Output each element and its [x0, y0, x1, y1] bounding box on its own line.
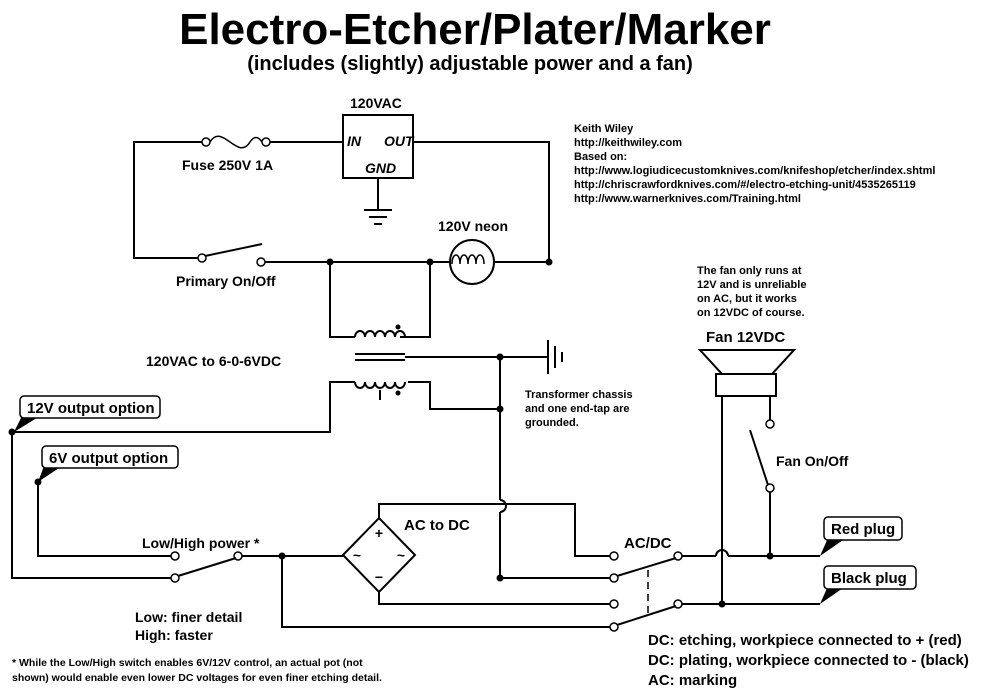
- regulator-out-wire: [413, 141, 550, 262]
- regulator-out-label: OUT: [384, 133, 415, 149]
- transformer-icon: [354, 330, 406, 389]
- svg-text:Transformer chassis: Transformer chassis: [525, 389, 633, 401]
- primary-left-wire: [133, 141, 206, 259]
- low-high-note: Low: finer detail High: faster: [135, 609, 242, 643]
- fan-switch-icon: [749, 419, 775, 493]
- svg-text:The fan only runs at: The fan only runs at: [697, 265, 802, 277]
- credit-source-2: http://chriscrawfordknives.com/#/electro…: [574, 179, 916, 191]
- svg-text:12V and is unreliable: 12V and is unreliable: [697, 279, 806, 291]
- svg-text:* While the Low/High switch en: * While the Low/High switch enables 6V/1…: [12, 657, 363, 669]
- rectifier-minus-wire: [378, 592, 610, 605]
- acdc-label: AC/DC: [624, 535, 672, 552]
- neon-label: 120V neon: [438, 218, 508, 234]
- svg-text:High: faster: High: faster: [135, 627, 213, 643]
- six-volt-wire: [37, 482, 175, 557]
- neon-lamp-icon: [449, 239, 495, 285]
- svg-text:12V output option: 12V output option: [27, 400, 154, 417]
- credit-site: http://keithwiley.com: [574, 137, 682, 149]
- fuse-label: Fuse 250V 1A: [182, 157, 273, 173]
- rectifier-plus-wire: [378, 503, 610, 557]
- twelve-volt-callout: 12V output option: [14, 395, 161, 432]
- mode-etching: DC: etching, workpiece connected to + (r…: [648, 632, 962, 649]
- credit-author: Keith Wiley: [574, 123, 634, 135]
- svg-text:~: ~: [353, 547, 361, 563]
- mode-plating: DC: plating, workpiece connected to - (b…: [648, 652, 969, 669]
- svg-text:on 12VDC of course.: on 12VDC of course.: [697, 307, 805, 319]
- low-high-switch-icon: [170, 551, 243, 583]
- six-volt-callout: 6V output option: [38, 445, 179, 482]
- ground-icon: [364, 209, 392, 225]
- primary-switch-icon: [197, 243, 266, 267]
- fan-note: The fan only runs at 12V and is unreliab…: [697, 265, 806, 319]
- primary-switch-label: Primary On/Off: [176, 273, 276, 289]
- credit-based-on: Based on:: [574, 151, 627, 163]
- mode-marking: AC: marking: [648, 672, 737, 689]
- credit-source-3: http://www.warnerknives.com/Training.htm…: [574, 193, 801, 205]
- transformer-note: Transformer chassis and one end-tap are …: [525, 389, 633, 429]
- regulator-in-label: IN: [347, 133, 362, 149]
- bridge-rectifier-icon: + − ~ ~: [341, 516, 417, 594]
- fan-icon: [697, 349, 797, 397]
- wiring: [11, 141, 820, 628]
- acdc-switch-icon: [609, 551, 683, 632]
- svg-text:6V output option: 6V output option: [49, 450, 168, 467]
- fan-label: Fan 12VDC: [706, 329, 785, 346]
- transformer-phase-dot-primary: [395, 324, 401, 330]
- svg-text:on AC, but it works: on AC, but it works: [697, 293, 797, 305]
- page-title: Electro-Etcher/Plater/Marker: [179, 5, 771, 54]
- page-subtitle: (includes (slightly) adjustable power an…: [247, 53, 693, 75]
- black-plug-callout: Black plug: [820, 565, 917, 604]
- hop-center-tap: [499, 499, 507, 513]
- ac-bypass-wire: [281, 556, 610, 628]
- transformer-primary-left: [329, 262, 355, 338]
- svg-text:−: −: [375, 569, 383, 585]
- low-high-label: Low/High power *: [142, 535, 260, 551]
- footnote: * While the Low/High switch enables 6V/1…: [12, 657, 382, 684]
- svg-text:and one end-tap are: and one end-tap are: [525, 403, 630, 415]
- credit-source-1: http://www.logiudicecustomknives.com/kni…: [574, 165, 935, 177]
- fan-switch-label: Fan On/Off: [776, 453, 849, 469]
- svg-text:Low: finer detail: Low: finer detail: [135, 609, 242, 625]
- svg-text:grounded.: grounded.: [525, 417, 579, 429]
- svg-text:Black plug: Black plug: [831, 570, 907, 587]
- chassis-ground-icon: [547, 340, 563, 374]
- svg-text:Red plug: Red plug: [831, 521, 895, 538]
- transformer-phase-dot-secondary: [395, 390, 401, 396]
- transformer-label: 120VAC to 6-0-6VDC: [146, 353, 281, 369]
- svg-text:+: +: [375, 525, 383, 541]
- regulator-module: IN OUT GND: [342, 114, 415, 179]
- rectifier-label: AC to DC: [404, 517, 470, 534]
- mode-list: DC: etching, workpiece connected to + (r…: [648, 632, 969, 689]
- regulator-voltage-label: 120VAC: [350, 95, 402, 111]
- red-plug-callout: Red plug: [820, 516, 903, 556]
- center-tap-wire: [408, 381, 500, 410]
- svg-text:~: ~: [397, 547, 405, 563]
- regulator-gnd-label: GND: [365, 160, 396, 176]
- svg-text:shown) would enable even lower: shown) would enable even lower DC voltag…: [12, 672, 382, 684]
- credits-block: Keith Wiley http://keithwiley.com Based …: [574, 123, 935, 205]
- fuse-icon: [201, 135, 271, 149]
- twelve-volt-wire: [11, 381, 355, 579]
- transformer-primary-right: [400, 262, 431, 338]
